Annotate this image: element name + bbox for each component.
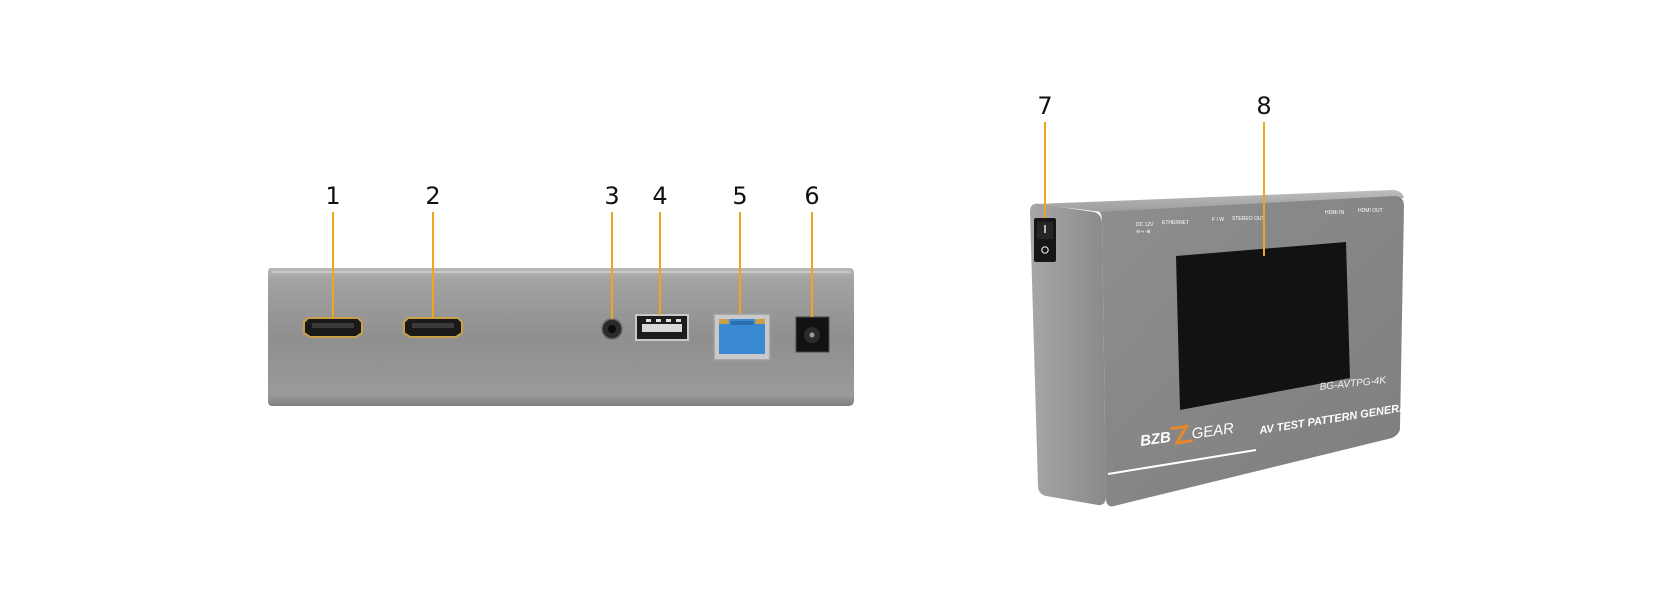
callout-number: 2	[425, 182, 440, 210]
callout-3: 3	[604, 182, 620, 319]
stereo-audio-port	[601, 318, 623, 340]
angled-view: DC 12V ⊖-◐-⊕ ETHERNET F / W STEREO OUT H…	[1030, 190, 1430, 507]
power-switch	[1034, 218, 1056, 262]
callout-number: 8	[1256, 92, 1271, 120]
callout-number: 1	[325, 182, 340, 210]
touch-screen-icon	[1176, 242, 1350, 410]
callout-number: 3	[604, 182, 619, 210]
brand-right: GEAR	[1191, 420, 1236, 443]
callout-8: 8	[1256, 92, 1272, 256]
hdmi-port-1	[303, 317, 363, 338]
callout-7: 7	[1037, 92, 1053, 218]
callout-4: 4	[652, 182, 668, 315]
callout-5: 5	[732, 182, 748, 314]
callout-number: 7	[1037, 92, 1052, 120]
usb-port	[635, 314, 689, 341]
callout-number: 5	[732, 182, 747, 210]
device-left-side	[1030, 203, 1106, 506]
hdmi-port-2	[403, 317, 463, 338]
label-hdmi-out: HDMI OUT	[1358, 208, 1383, 214]
ethernet-port	[713, 313, 771, 361]
device-top-face	[1036, 190, 1404, 212]
callout-number: 6	[804, 182, 819, 210]
label-ethernet: ETHERNET	[1162, 220, 1189, 226]
callout-number: 4	[652, 182, 667, 210]
port-label-strip: DC 12V ⊖-◐-⊕ ETHERNET F / W STEREO OUT H…	[1136, 208, 1383, 235]
face-accent-line	[1107, 449, 1257, 475]
callout-2: 2	[425, 182, 441, 318]
callout-1: 1	[325, 182, 341, 318]
brand-accent-mark	[1170, 424, 1193, 445]
label-stereo: STEREO OUT	[1232, 216, 1265, 222]
callout-6: 6	[804, 182, 820, 317]
rear-panel-view	[268, 268, 854, 406]
label-hdmi-in: HDMI IN	[1325, 210, 1345, 216]
callout-layer: 1 2 3 4 5 6 7 8	[325, 92, 1272, 319]
rear-panel-chassis	[268, 268, 854, 406]
label-fw: F / W	[1212, 217, 1224, 223]
brand-left: BZB	[1139, 429, 1172, 450]
label-dc-symbol: ⊖-◐-⊕	[1136, 229, 1151, 235]
dc-power-port	[795, 316, 830, 353]
label-dc: DC 12V	[1136, 222, 1154, 228]
brand-logo: BZB GEAR	[1139, 420, 1235, 450]
